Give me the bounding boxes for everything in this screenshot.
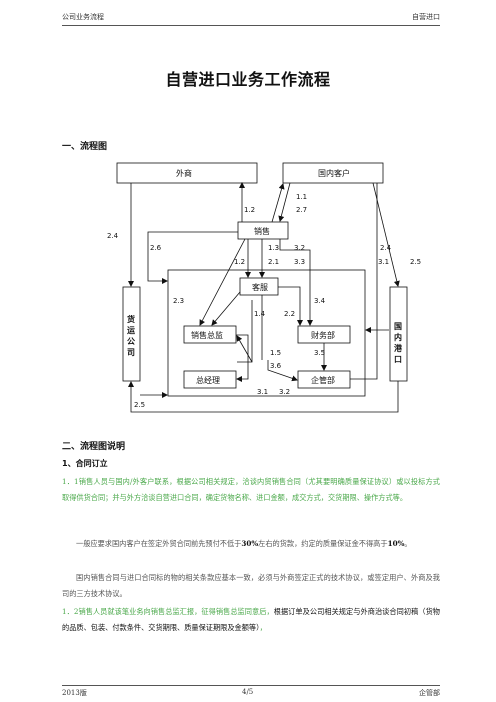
flow-label-2-4b: 2.4	[380, 244, 392, 252]
box-sales-director	[183, 325, 237, 344]
flow-label-3-2b: 3.2	[279, 388, 290, 396]
page-header: 公司业务流程 自营进口	[62, 12, 440, 26]
flow-label-3-3: 3.3	[294, 258, 305, 266]
box-control	[297, 370, 351, 389]
label-sales-director: 销售总监	[191, 330, 223, 340]
box-domestic	[282, 162, 384, 184]
flow-label-2-3: 2.3	[173, 297, 184, 305]
footer-divider	[62, 685, 440, 686]
group-frame	[167, 269, 366, 397]
flow-label-3-5: 3.5	[314, 349, 325, 357]
label-sales: 销售	[254, 226, 270, 236]
subheading-contract: 1、合同订立	[62, 459, 108, 468]
label-port-1: 国	[394, 321, 402, 331]
label-port-2: 内	[394, 332, 402, 342]
flow-label-1-1: 1.1	[296, 193, 307, 201]
flow-label-1-2b: 1.2	[234, 258, 245, 266]
flow-label-2-2: 2.2	[284, 310, 295, 318]
label-gm: 总经理	[196, 375, 220, 385]
paragraph-1-1-text: 1．1销售人员与国内/外客户联系，根据公司相关规定，洽谈内贸销售合同（尤其要明确…	[62, 477, 440, 502]
flow-label-1-4: 1.4	[254, 310, 266, 318]
paragraph-1-2: 1．2销售人员就该笔业务向销售总监汇报，征得销售总监同意后，根据订单及公司相关规…	[62, 607, 440, 632]
label-port-4: 口	[394, 355, 402, 364]
section-heading-notes: 二、流程图说明	[62, 442, 126, 452]
section-heading-flowchart: 一、流程图	[62, 142, 108, 152]
paragraph-tech-agreement-text: 国内销售合同与进口合同标的物的相关条款应基本一致，必须与外商签定正式的技术协议，…	[62, 573, 440, 598]
paragraph-tech-agreement: 国内销售合同与进口合同标的物的相关条款应基本一致，必须与外商签定正式的技术协议，…	[62, 570, 440, 601]
flow-label-1-5: 1.5	[270, 349, 281, 357]
flow-label-1-3: 1.3	[268, 244, 279, 252]
box-service	[239, 277, 279, 296]
flow-label-2-6: 2.6	[150, 244, 162, 252]
label-domestic: 国内客户	[318, 168, 350, 178]
label-control: 企管部	[311, 375, 335, 385]
label-freight-1: 货	[126, 314, 135, 324]
flow-label-2-4a: 2.4	[107, 232, 119, 240]
label-freight-3: 公	[127, 337, 135, 346]
label-freight-4: 司	[127, 348, 135, 357]
flow-label-3-1b: 3.1	[257, 388, 268, 396]
footer-page-number: 4/5	[242, 688, 254, 696]
paragraph-1-1: 1．1销售人员与国内/外客户联系，根据公司相关规定，洽谈内贸销售合同（尤其要明确…	[62, 474, 440, 505]
header-left: 公司业务流程	[62, 13, 104, 21]
header-divider	[62, 25, 440, 26]
header-right: 自营进口	[412, 13, 440, 21]
flow-label-2-1: 2.1	[268, 258, 279, 266]
label-finance: 财务部	[311, 330, 335, 340]
flow-label-2-5a: 2.5	[410, 258, 421, 266]
label-port-3: 港	[394, 343, 403, 353]
flow-label-3-6: 3.6	[270, 362, 282, 370]
flow-label-3-2: 3.2	[294, 244, 305, 252]
flow-label-1-2a: 1.2	[244, 206, 255, 214]
box-sales	[237, 221, 289, 240]
page-title: 自营进口业务工作流程	[165, 70, 331, 89]
flow-label-3-1a: 3.1	[378, 258, 389, 266]
label-freight-2: 运	[127, 326, 135, 335]
flow-label-2-5b: 2.5	[134, 401, 145, 409]
footer-left: 2013版	[62, 689, 87, 697]
label-foreign: 外商	[176, 168, 192, 178]
paragraph-prepayment: 一般应要求国内客户在签定外贸合同前先预付不低于30%左右的货款，约定的质量保证金…	[76, 539, 412, 548]
label-service: 客服	[252, 282, 268, 292]
box-foreign	[116, 162, 258, 184]
box-port	[389, 286, 408, 382]
flow-label-3-4: 3.4	[314, 297, 326, 305]
page-footer: 2013版 4/5 企管部	[62, 688, 440, 698]
footer-right: 企管部	[419, 689, 440, 697]
flow-label-2-7: 2.7	[296, 206, 307, 214]
